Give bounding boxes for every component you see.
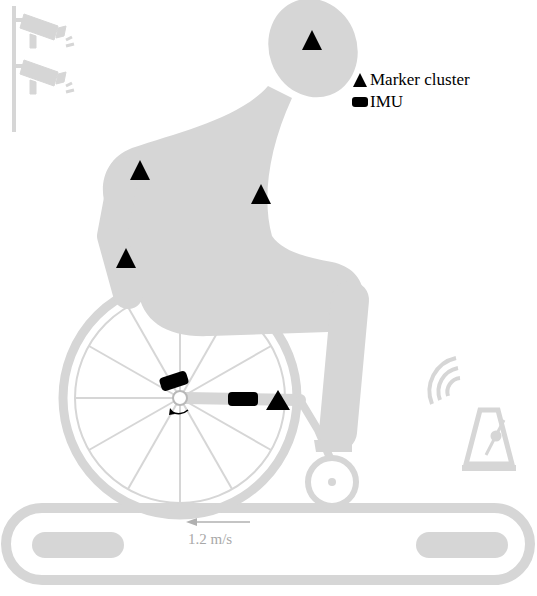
caster-hub: [328, 478, 336, 486]
wheel-hub: [173, 391, 187, 405]
imu-symbol: [159, 370, 258, 406]
speed-label: 1.2 m/s: [188, 530, 232, 548]
legend-text: Marker cluster: [370, 70, 470, 90]
treadmill-roller: [32, 532, 124, 558]
caster-wheel: [308, 458, 356, 506]
metronome-symbol: [429, 358, 516, 468]
legend-sample: [352, 92, 368, 112]
marker-cluster-symbol: [116, 30, 322, 410]
speed-arrow: [196, 521, 250, 523]
person-silhouette: [103, 0, 372, 452]
rotation-arrow-head: [169, 408, 175, 415]
treadmill-belt: [6, 508, 530, 580]
treadmill-roller: [416, 532, 508, 558]
legend-text: IMU: [370, 92, 403, 112]
rotation-arrow: [172, 410, 188, 414]
legend-sample: [352, 70, 368, 90]
camera-group: [14, 6, 74, 132]
